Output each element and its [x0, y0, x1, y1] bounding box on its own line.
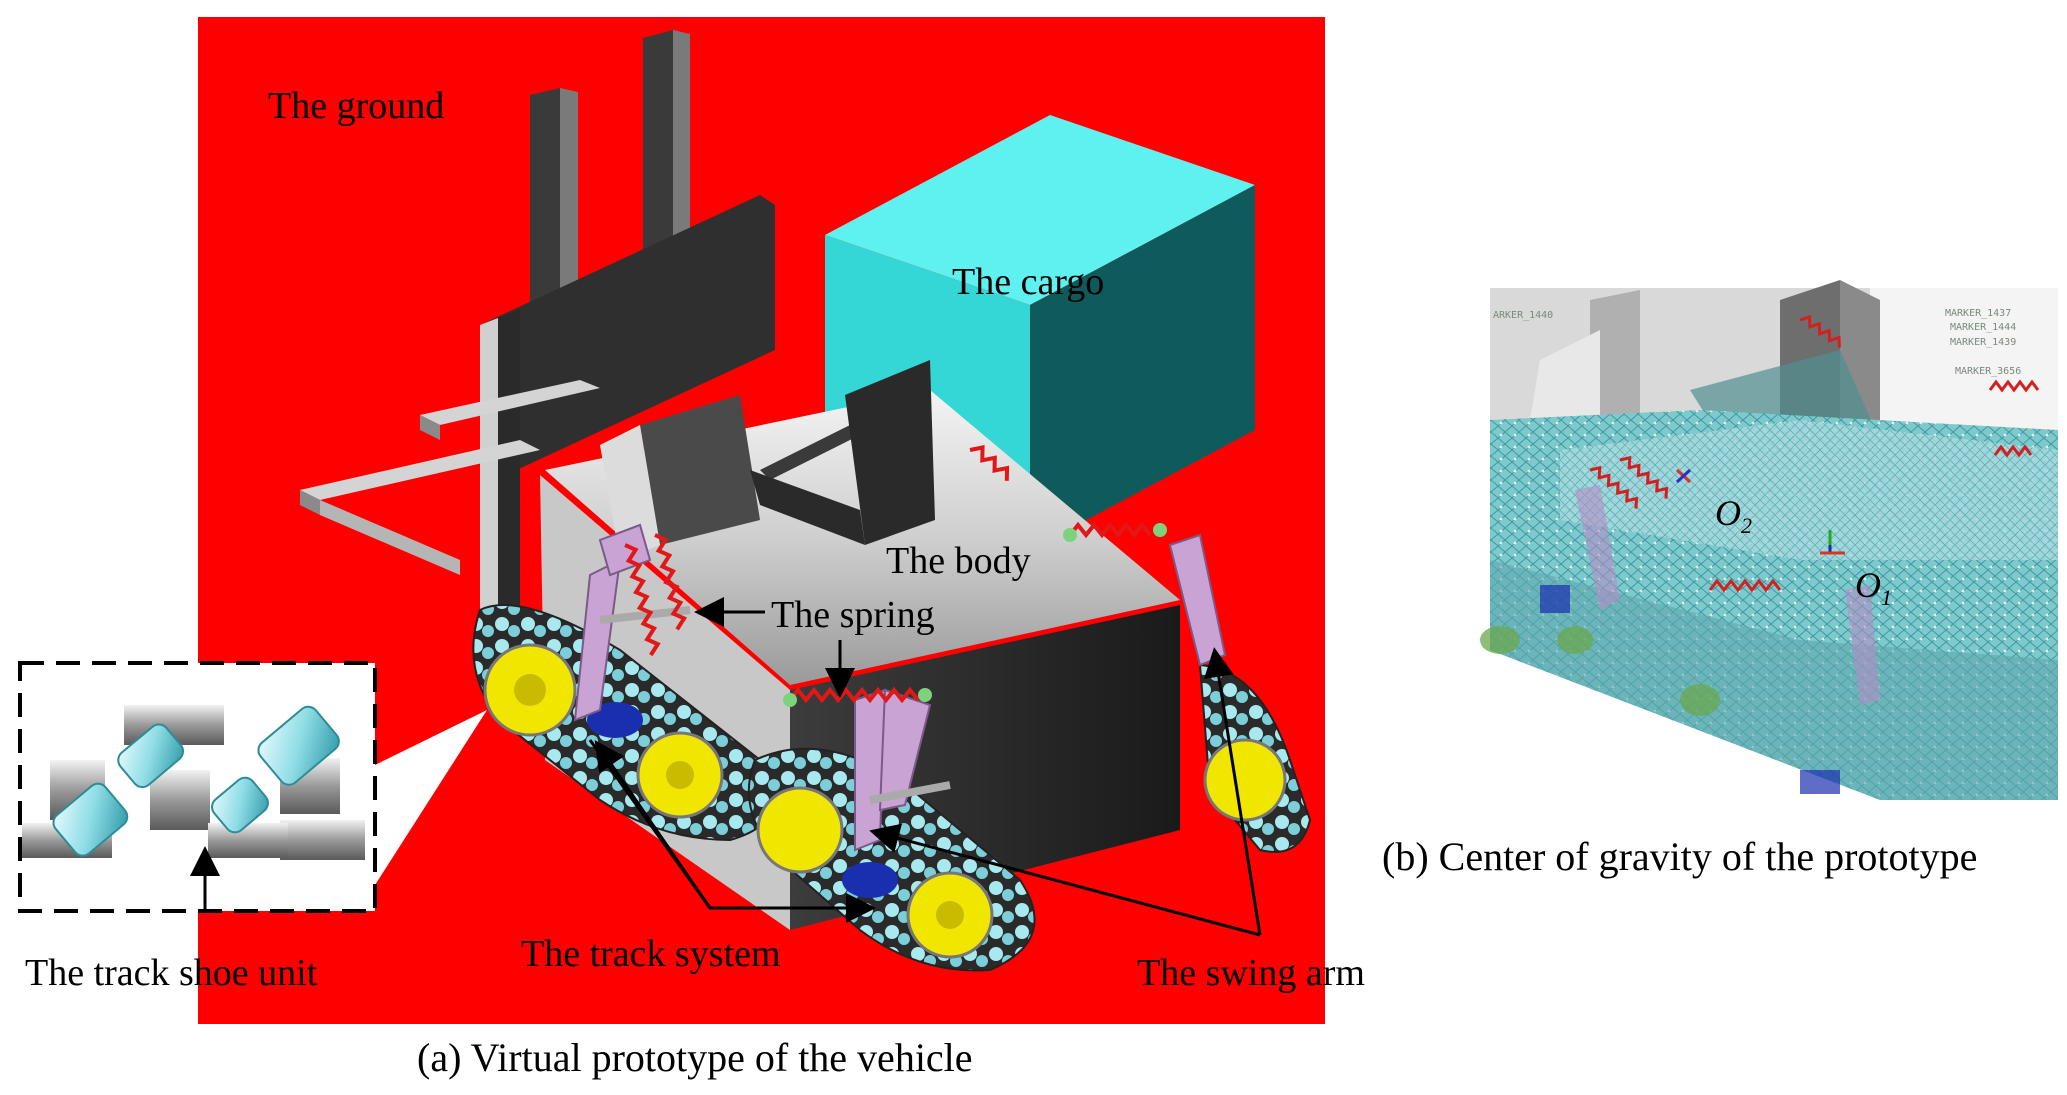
- panel-a: The ground The cargo The body The spring…: [18, 17, 1365, 1080]
- marker-label: MARKER_1437: [1945, 308, 2011, 319]
- caption-a: (a) Virtual prototype of the vehicle: [417, 1035, 973, 1080]
- label-body: The body: [886, 540, 1031, 582]
- cg-render: [1480, 280, 2058, 800]
- o2-subscript: 2: [1741, 513, 1752, 538]
- swing-arm-arrow-1: [869, 823, 1261, 937]
- track-right: [1198, 663, 1312, 853]
- springs: [624, 445, 1167, 707]
- spring: [1063, 521, 1167, 542]
- cg-springs: [1589, 314, 2040, 593]
- label-track-shoe-unit: The track shoe unit: [25, 952, 318, 994]
- marker-label: MARKER_3656: [1955, 366, 2021, 377]
- cg-marker-o1: O1: [1855, 565, 1892, 610]
- shoe-cylinder: [52, 782, 129, 857]
- o1-subscript: 1: [1881, 585, 1892, 610]
- annotation-arrows: [588, 597, 1262, 937]
- shoe-cylinder: [257, 705, 340, 786]
- callout-wedge: [375, 710, 487, 885]
- spring: [969, 445, 1010, 481]
- swing-arm-arrow-2: [1203, 647, 1262, 936]
- inset-track-shoe: [18, 661, 377, 913]
- track-left-rear: [472, 604, 776, 842]
- hub: [842, 862, 898, 898]
- label-track-system: The track system: [521, 933, 781, 975]
- spring: [783, 686, 932, 707]
- forklift-forks: [300, 380, 600, 575]
- label-cargo: The cargo: [952, 261, 1104, 303]
- label-swing-arm: The swing arm: [1137, 952, 1365, 994]
- shoe-cylinder: [211, 776, 269, 834]
- o1-letter: O: [1855, 565, 1881, 605]
- label-spring: The spring: [771, 594, 935, 636]
- marker-label: MARKER_1439: [1950, 337, 2016, 348]
- shoe-cylinder: [117, 723, 185, 789]
- hub: [587, 702, 643, 738]
- marker-label: MARKER_1444: [1950, 322, 2016, 333]
- spring: [624, 533, 688, 657]
- track-left-front: [747, 747, 1036, 972]
- road-wheel: [756, 786, 844, 874]
- o2-letter: O: [1715, 493, 1741, 533]
- caption-b: (b) Center of gravity of the prototype: [1382, 834, 1977, 879]
- cg-marker-o2: O2: [1715, 493, 1752, 538]
- forklift-mast: [480, 30, 775, 625]
- label-ground: The ground: [268, 85, 444, 127]
- marker-label: ARKER_1440: [1493, 310, 1553, 321]
- panel-b: ARKER_1440 MARKER_1437 MARKER_1444 MARKE…: [1382, 280, 2058, 879]
